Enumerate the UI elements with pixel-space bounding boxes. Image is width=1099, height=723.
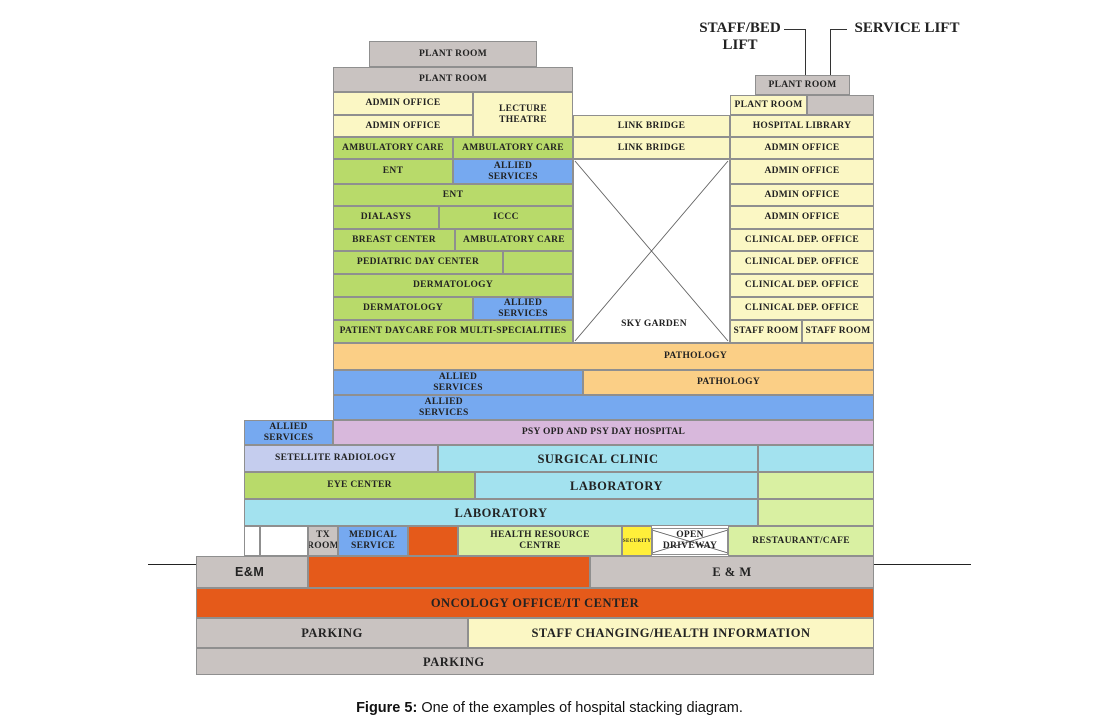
service-lift-leader bbox=[830, 29, 847, 30]
clinical-dep-office-1: CLINICAL DEP. OFFICE bbox=[730, 229, 874, 251]
admin-office-r4: ADMIN OFFICE bbox=[730, 206, 874, 229]
patient-daycare: PATIENT DAYCARE FOR MULTI-SPECIALITIES bbox=[333, 320, 573, 343]
pediatric-day-center: PEDIATRIC DAY CENTER bbox=[333, 251, 503, 274]
clinical-dep-office-4: CLINICAL DEP. OFFICE bbox=[730, 297, 874, 320]
plant-room-right-annex bbox=[807, 95, 874, 115]
oncology-office: ONCOLOGY OFFICE/IT CENTER bbox=[196, 588, 874, 618]
plant-room-2: PLANT ROOM bbox=[333, 67, 573, 92]
open-driveway-box bbox=[652, 528, 728, 555]
admin-office-r1: ADMIN OFFICE bbox=[730, 137, 874, 159]
sky-garden-label: SKY GARDEN bbox=[604, 319, 704, 330]
tx-room: TX ROOM bbox=[308, 526, 338, 556]
staff-bed-lift-leader bbox=[784, 29, 806, 30]
eye-center: EYE CENTER bbox=[244, 472, 475, 499]
staff-room-1: STAFF ROOM bbox=[730, 320, 802, 343]
entrance-void-2 bbox=[260, 526, 308, 556]
laboratory-2: LABORATORY bbox=[244, 499, 758, 526]
dermatology-2: DERMATOLOGY bbox=[333, 297, 473, 320]
iccc: ICCC bbox=[439, 206, 573, 229]
security-booth: SECURITY bbox=[622, 526, 652, 556]
dialasys: DIALASYS bbox=[333, 206, 439, 229]
admin-office-2: ADMIN OFFICE bbox=[333, 115, 473, 137]
entrance-void-1 bbox=[244, 526, 260, 556]
link-bridge-2: LINK BRIDGE bbox=[573, 137, 730, 159]
laboratory-1: LABORATORY bbox=[475, 472, 758, 499]
admin-office-r3: ADMIN OFFICE bbox=[730, 184, 874, 206]
satellite-radiology: SETELLITE RADIOLOGY bbox=[244, 445, 438, 472]
ambulatory-care-2: AMBULATORY CARE bbox=[453, 137, 573, 159]
ground-service-block bbox=[408, 526, 458, 556]
staff-room-2: STAFF ROOM bbox=[802, 320, 874, 343]
lecture-theatre: LECTURE THEATRE bbox=[473, 92, 573, 137]
plant-room-top: PLANT ROOM bbox=[369, 41, 537, 67]
clinical-dep-office-3: CLINICAL DEP. OFFICE bbox=[730, 274, 874, 297]
open-driveway-label: OPEN DRIVEWAY bbox=[662, 530, 718, 551]
laboratory-2-annex bbox=[758, 499, 874, 526]
parking-2: PARKING bbox=[196, 648, 874, 675]
em-right: E & M bbox=[590, 556, 874, 588]
staff-changing: STAFF CHANGING/HEALTH INFORMATION bbox=[468, 618, 874, 648]
hospital-library: HOSPITAL LIBRARY bbox=[730, 115, 874, 137]
allied-services-5: ALLIED SERVICES bbox=[244, 420, 333, 445]
link-bridge-1: LINK BRIDGE bbox=[573, 115, 730, 137]
admin-office-r2: ADMIN OFFICE bbox=[730, 159, 874, 184]
surgical-clinic: SURGICAL CLINIC bbox=[438, 445, 758, 472]
psy-opd: PSY OPD AND PSY DAY HOSPITAL bbox=[333, 420, 874, 445]
figure-caption: Figure 5: One of the examples of hospita… bbox=[0, 700, 1099, 716]
ent-1: ENT bbox=[333, 159, 453, 184]
allied-services-2: ALLIED SERVICES bbox=[473, 297, 573, 320]
health-resource-centre: HEALTH RESOURCE CENTRE bbox=[458, 526, 622, 556]
ground-line-left bbox=[148, 564, 196, 565]
allied-services-3: ALLIED SERVICES bbox=[333, 370, 583, 395]
dermatology-1: DERMATOLOGY bbox=[333, 274, 573, 297]
ambulatory-care-1: AMBULATORY CARE bbox=[333, 137, 453, 159]
clinical-dep-office-2: CLINICAL DEP. OFFICE bbox=[730, 251, 874, 274]
service-lift-label: SERVICE LIFT bbox=[854, 20, 960, 36]
surgical-clinic-annex bbox=[758, 445, 874, 472]
staff-bed-lift-label: STAFF/BED LIFT bbox=[699, 20, 781, 53]
allied-services-4: ALLIED SERVICES bbox=[333, 395, 874, 420]
sky-garden-void bbox=[573, 159, 730, 343]
em-left: E&M bbox=[196, 556, 308, 588]
ground-line-right bbox=[874, 564, 971, 565]
basement-service bbox=[308, 556, 590, 588]
allied-services-1: ALLIED SERVICES bbox=[453, 159, 573, 184]
parking-1: PARKING bbox=[196, 618, 468, 648]
figure-caption-label: Figure 5: bbox=[356, 700, 418, 716]
laboratory-1-annex bbox=[758, 472, 874, 499]
admin-office-1: ADMIN OFFICE bbox=[333, 92, 473, 115]
breast-center: BREAST CENTER bbox=[333, 229, 455, 251]
pediatric-day-center-annex bbox=[503, 251, 573, 274]
pathology-2: PATHOLOGY bbox=[583, 370, 874, 395]
pathology-1: PATHOLOGY bbox=[333, 343, 874, 370]
figure-caption-text: One of the examples of hospital stacking… bbox=[417, 700, 743, 716]
service-lift-drop bbox=[830, 29, 831, 95]
restaurant-cafe: RESTAURANT/CAFE bbox=[728, 526, 874, 556]
staff-bed-lift-drop bbox=[805, 29, 806, 95]
ent-2: ENT bbox=[333, 184, 573, 206]
ambulatory-care-3: AMBULATORY CARE bbox=[455, 229, 573, 251]
plant-room-right-top: PLANT ROOM bbox=[755, 75, 850, 95]
medical-service: MEDICAL SERVICE bbox=[338, 526, 408, 556]
plant-room-right: PLANT ROOM bbox=[730, 95, 807, 115]
